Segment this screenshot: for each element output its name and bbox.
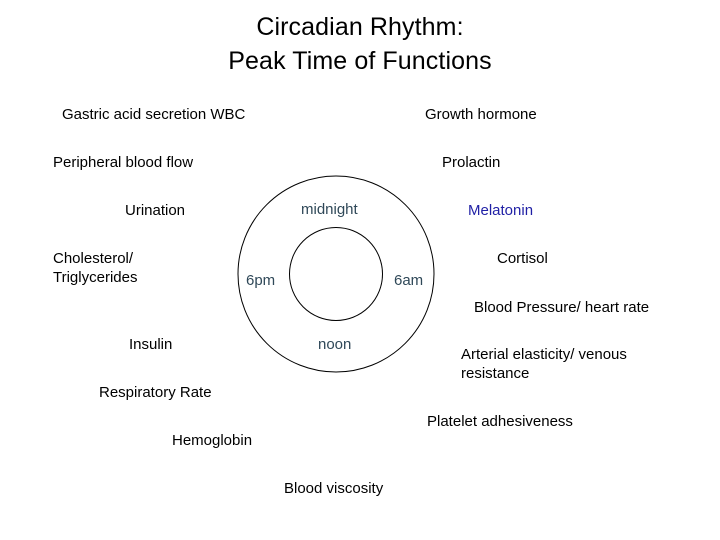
function-label-respiratory-rate: Respiratory Rate	[99, 384, 212, 401]
function-label-cholesterol-triglycerides: Cholesterol/ Triglycerides	[53, 250, 138, 286]
function-label-gastric-acid-secretion-wbc: Gastric acid secretion WBC	[62, 106, 246, 123]
function-label-prolactin: Prolactin	[442, 154, 501, 171]
function-label-platelet-adhesiveness: Platelet adhesiveness	[427, 413, 573, 430]
function-label-cortisol: Cortisol	[497, 250, 548, 267]
function-label-peripheral-blood-flow: Peripheral blood flow	[53, 154, 194, 171]
title-line-1: Circadian Rhythm:	[256, 13, 464, 41]
outer-circle	[237, 175, 435, 373]
clock-label-6pm: 6pm	[246, 272, 276, 289]
function-label-blood-pressure-heart-rate: Blood Pressure/ heart rate	[474, 299, 650, 316]
page-title: Circadian Rhythm: Peak Time of Functions	[0, 10, 720, 78]
function-label-arterial-elasticity-venous-resistance: Arterial elasticity/ venous resistance	[461, 346, 627, 382]
title-line-2: Peak Time of Functions	[228, 47, 492, 75]
function-label-hemoglobin: Hemoglobin	[172, 432, 253, 449]
clock-label-6am: 6am	[394, 272, 424, 289]
function-label-insulin: Insulin	[129, 336, 173, 353]
function-label-blood-viscosity: Blood viscosity	[284, 480, 384, 497]
inner-circle	[289, 227, 383, 321]
function-label-urination: Urination	[125, 202, 186, 219]
circadian-clock-diagram	[237, 175, 435, 373]
clock-label-midnight: midnight	[301, 201, 358, 218]
function-label-melatonin: Melatonin	[468, 202, 534, 219]
function-label-growth-hormone: Growth hormone	[425, 106, 537, 123]
clock-label-noon: noon	[318, 336, 352, 353]
